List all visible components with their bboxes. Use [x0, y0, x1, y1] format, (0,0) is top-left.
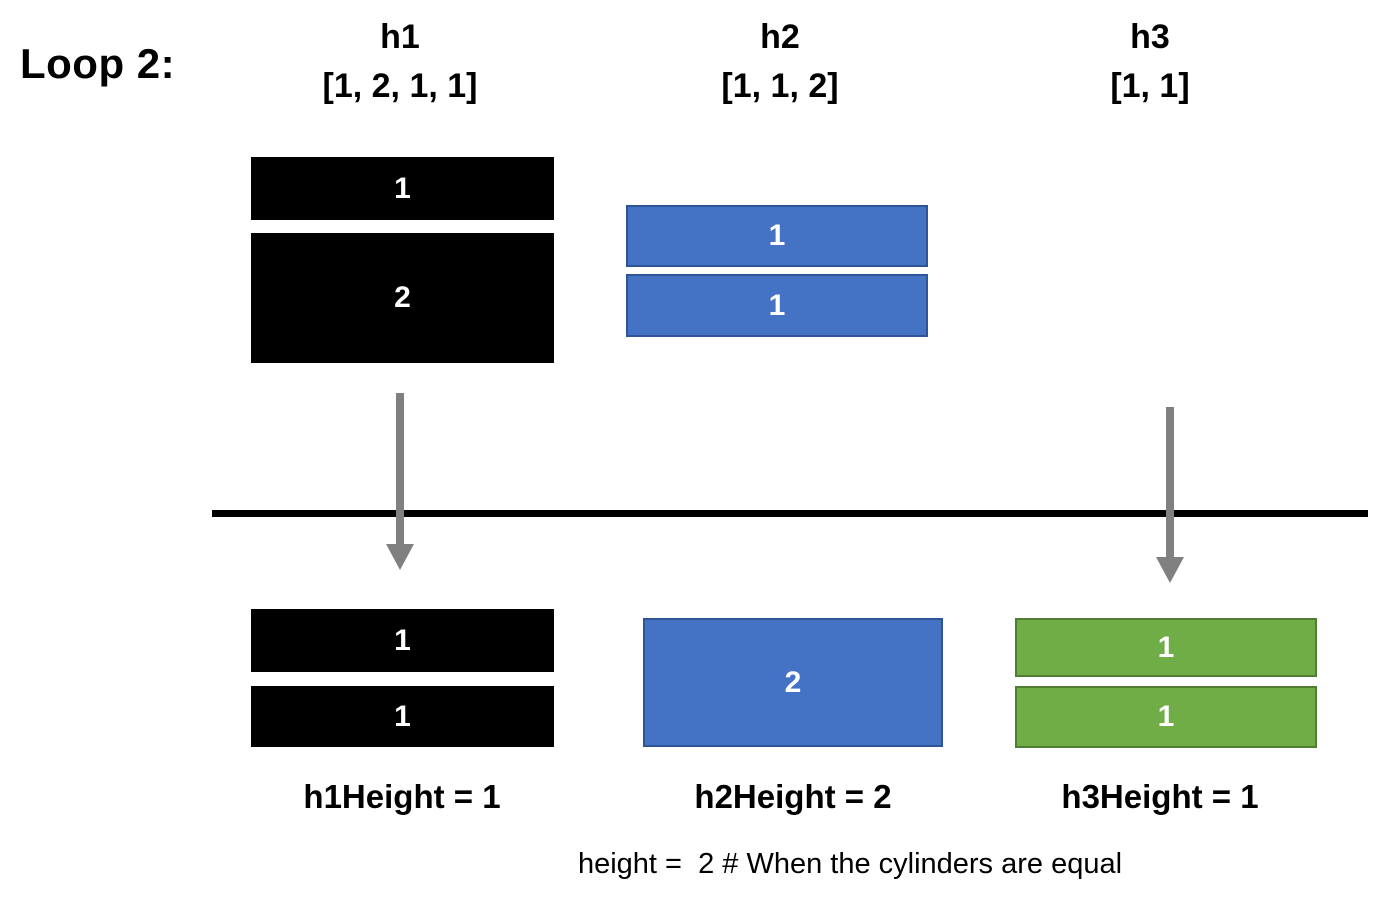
arrow-shaft: [396, 393, 404, 545]
cylinder-value: 1: [394, 171, 411, 205]
column-name-h2: h2: [760, 18, 800, 56]
top-h2-cylinder-2: 1: [626, 274, 928, 337]
cylinder-value: 1: [1157, 700, 1175, 733]
column-name-h3: h3: [1130, 18, 1170, 56]
cylinder-value: 1: [394, 623, 411, 657]
column-array-h3: [1, 1]: [1110, 67, 1190, 105]
bottom-h1-cylinder-2: 1: [251, 686, 554, 747]
bottom-h2-cylinder-1: 2: [643, 618, 943, 747]
top-h1-cylinder-2: 2: [251, 233, 554, 363]
cylinder-value: 2: [784, 665, 802, 699]
column-array-h2: [1, 1, 2]: [721, 67, 839, 105]
column-header-h3: h3 [1, 1]: [1000, 13, 1300, 111]
bottom-h3-cylinder-1: 1: [1015, 618, 1317, 677]
cylinder-value: 2: [394, 281, 411, 314]
column-header-h2: h2 [1, 1, 2]: [630, 13, 930, 111]
cylinder-value: 1: [1157, 630, 1175, 664]
top-h2-cylinder-1: 1: [626, 205, 928, 267]
top-h1-cylinder-1: 1: [251, 157, 554, 220]
divider-line: [212, 510, 1368, 517]
column-name-h1: h1: [380, 18, 420, 56]
h1-height-label: h1Height = 1: [303, 778, 501, 815]
cylinder-value: 1: [768, 288, 786, 322]
column-array-h1: [1, 2, 1, 1]: [322, 67, 478, 105]
bottom-h1-cylinder-1: 1: [251, 609, 554, 672]
bottom-h3-cylinder-2: 1: [1015, 686, 1317, 748]
height-comment: height = 2 # When the cylinders are equa…: [577, 848, 1123, 880]
arrow-shaft: [1166, 407, 1174, 558]
cylinder-value: 1: [394, 699, 411, 733]
h2-height-label: h2Height = 2: [694, 778, 892, 815]
h3-height-label: h3Height = 1: [1061, 778, 1259, 815]
cylinder-value: 1: [768, 219, 786, 252]
loop-label: Loop 2:: [20, 40, 176, 87]
column-header-h1: h1 [1, 2, 1, 1]: [250, 13, 550, 111]
arrow-head: [386, 544, 414, 570]
arrow-head: [1156, 557, 1184, 583]
